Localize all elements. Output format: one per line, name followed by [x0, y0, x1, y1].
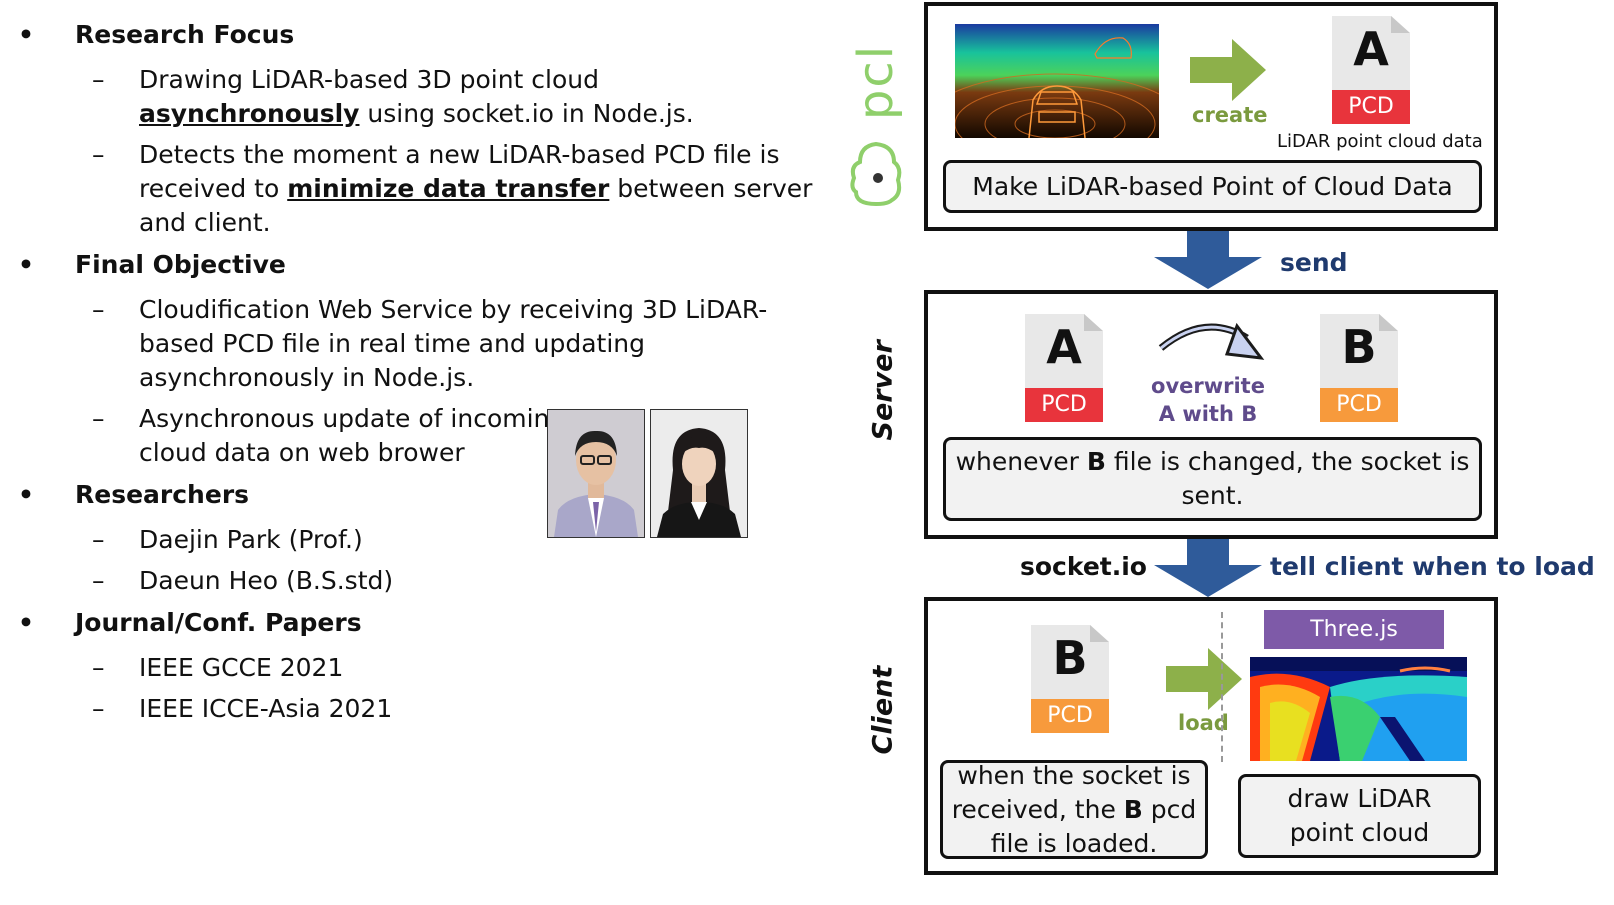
threejs-badge: Three.js	[1264, 610, 1444, 649]
overwrite-label: overwrite	[1151, 374, 1265, 398]
pcd-file-a-server-icon: A PCD	[1025, 314, 1103, 424]
create-arrow-icon	[1190, 39, 1266, 101]
send-arrow-icon	[1154, 231, 1262, 289]
send-label: send	[1280, 248, 1348, 277]
pcd-file-b-client-icon: B PCD	[1031, 625, 1109, 735]
socket-arrow-icon	[1154, 539, 1262, 597]
pcl-logo: pcl	[848, 34, 904, 208]
lidar-file-caption: LiDAR point cloud data	[1277, 131, 1483, 152]
final-objective-heading: Final Objective	[75, 250, 286, 279]
load-arrow-icon	[1166, 648, 1242, 710]
pcl-logo-text: pcl	[848, 43, 904, 121]
curved-arrow-icon	[1158, 322, 1265, 360]
server-label: Server	[867, 340, 899, 441]
socket-io-label: socket.io	[1020, 552, 1147, 581]
client-label: Client	[867, 665, 899, 755]
researcher-photo-prof	[547, 409, 645, 538]
create-label: create	[1192, 103, 1268, 127]
client-load-caption: when the socket is received, the B pcd f…	[940, 760, 1208, 859]
draw-point-cloud-caption: draw LiDAR point cloud	[1238, 774, 1481, 858]
load-label: load	[1178, 711, 1229, 735]
research-focus-heading: Research Focus	[75, 20, 295, 49]
tell-client-label: tell client when to load	[1270, 552, 1595, 581]
cloud-icon	[850, 141, 902, 207]
make-point-cloud-caption: Make LiDAR-based Point of Cloud Data	[943, 160, 1482, 213]
client-divider	[1221, 612, 1223, 762]
pcd-file-b-server-icon: B PCD	[1320, 314, 1398, 424]
lidar-scan-image	[955, 24, 1159, 138]
server-socket-caption: whenever B file is changed, the socket i…	[943, 437, 1482, 521]
researchers-heading: Researchers	[75, 480, 250, 509]
pcd-file-a-icon: A PCD	[1332, 16, 1410, 126]
point-cloud-render-image	[1250, 657, 1467, 761]
overwrite-detail-label: A with B	[1158, 402, 1258, 426]
papers-heading: Journal/Conf. Papers	[75, 608, 362, 637]
researcher-photo-student	[650, 409, 748, 538]
